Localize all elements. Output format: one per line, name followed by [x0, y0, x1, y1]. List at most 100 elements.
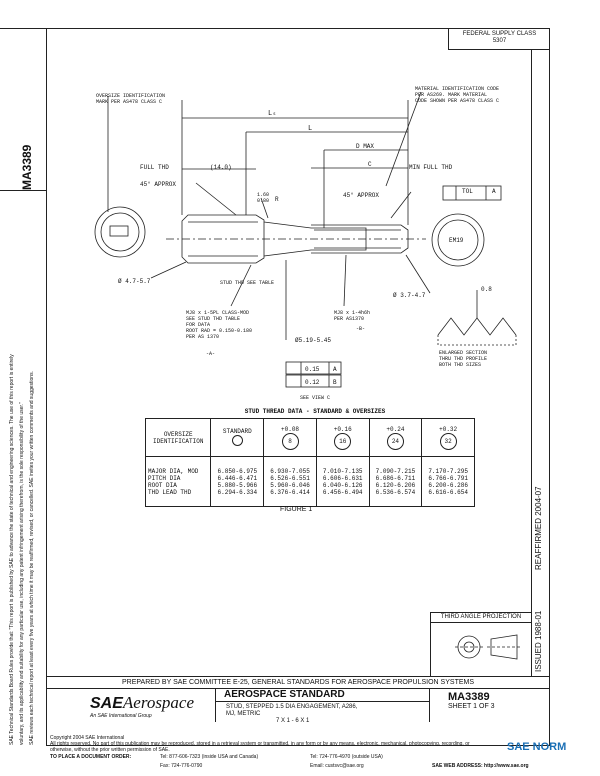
values-plus-32: 7.170-7.295 6.766-6.791 6.200-6.286 6.61… — [421, 456, 475, 507]
dia-right: Ø 3.7-4.7 — [393, 292, 426, 299]
material-code: EM19 — [449, 237, 464, 244]
prepared-rule — [46, 676, 550, 677]
dim-ls: Lₛ — [268, 110, 277, 118]
mj-right-note: MJ8 x 1-4h6h PER AS1370 — [334, 310, 371, 322]
full-thd-length: (14.0) — [210, 164, 232, 171]
part-subtitle: 7 X 1 - 6 X 1 — [276, 718, 310, 724]
rights-text: All rights reserved. No part of this pub… — [50, 741, 470, 753]
approx-45-left: 45° APPROX — [140, 181, 177, 188]
mj-left-note: MJ8 x 1-5PL CLASS-MOD SEE STUD THD TABLE… — [186, 310, 253, 340]
part-title: STUD, STEPPED 1.5 DIA ENGAGEMENT, A286, … — [216, 701, 429, 718]
legal-line-3: SAE reviews each technical report at lea… — [29, 371, 35, 745]
projection-symbol-icon — [455, 634, 521, 660]
order-fax: Fax: 724-776-0790 — [160, 763, 203, 769]
figure-label: FIGURE 1 — [280, 506, 313, 513]
fcf2-ref: B — [333, 379, 337, 386]
oversize-mark-24: 24 — [386, 432, 404, 450]
stud-large-thread — [181, 214, 265, 264]
margin-rule — [0, 28, 46, 29]
oversize-mark-32: 32 — [439, 432, 457, 450]
projection-label: THIRD ANGLE PROJECTION — [431, 613, 531, 623]
fcf2-value: 0.12 — [305, 379, 320, 386]
issued-text: ISSUED 1988-01 — [534, 610, 543, 672]
values-standard: 6.850-6.975 6.446-6.471 5.880-5.966 6.29… — [210, 456, 265, 507]
prepared-by: PREPARED BY SAE COMMITTEE E-25, GENERAL … — [121, 679, 475, 686]
margin-doc-number: MA3389 — [20, 144, 34, 190]
table-title: STUD THREAD DATA - STANDARD & OVERSIZES — [244, 408, 386, 415]
values-plus-16: 7.010-7.135 6.606-6.631 6.040-6.126 6.45… — [315, 456, 370, 507]
fsc-label: FEDERAL SUPPLY CLASS — [462, 31, 537, 37]
values-plus-24: 7.090-7.215 6.686-6.711 6.120-6.206 6.53… — [368, 456, 423, 507]
col-standard: STANDARD — [210, 418, 265, 457]
oversize-id-header: OVERSIZE IDENTIFICATION — [144, 418, 212, 457]
radius-value: 1.60 0.80 — [257, 192, 270, 204]
dim-l: L — [308, 125, 313, 133]
sae-norm-watermark: SAE NORM — [507, 741, 567, 753]
legal-line-2: voluntary, and its applicability and sui… — [19, 402, 25, 745]
fcf1-value: 0.15 — [305, 366, 320, 373]
enlarged-section-note: ENLARGED SECTION THRU THD PROFILE BOTH T… — [439, 350, 488, 368]
oversize-mark-box — [109, 225, 129, 237]
drawing-frame — [46, 28, 550, 746]
end-view-left-outer — [94, 206, 146, 258]
sheet-number: SHEET 1 OF 3 — [448, 703, 495, 710]
copyright: Copyright 2004 SAE International — [50, 735, 125, 741]
margin-doc-number-box: MA3389 — [20, 130, 42, 190]
radius-r: R — [275, 196, 279, 203]
oversize-id-note: OVERSIZE IDENTIFICATION MARK PER AS478 C… — [96, 93, 166, 105]
sae-logo-block: SAEAerospace An SAE International Group — [46, 688, 216, 722]
end-view-right-outer — [431, 213, 485, 267]
title-doc-number: MA3389 — [448, 691, 490, 703]
fsc-code: 5307 — [492, 38, 507, 44]
aerospace-standard: AEROSPACE STANDARD — [224, 689, 345, 700]
approx-45-right: 45° APPROX — [343, 192, 380, 199]
oversize-mark-16: 16 — [334, 432, 352, 450]
sae-web-address: SAE WEB ADDRESS: http://www.sae.org — [432, 763, 529, 769]
standard-mark-icon — [231, 434, 243, 446]
dia-left: Ø 4.7-5.7 — [118, 278, 151, 285]
view-c-value: 0.8 — [481, 286, 492, 293]
title-block-rule — [46, 688, 550, 689]
legal-line-1: SAE Technical Standards Board Rules prov… — [9, 354, 15, 745]
values-plus-08: 6.930-7.055 6.526-6.551 5.960-6.046 6.37… — [263, 456, 317, 507]
datum-a: -A- — [206, 351, 216, 357]
tol-label: TOL — [462, 188, 473, 195]
row-labels: MAJOR DIA, MOD PITCH DIA ROOT DIA THD LE… — [144, 456, 212, 507]
fcf1-ref: A — [333, 366, 337, 373]
right-strip-rule — [531, 50, 532, 676]
margin-divider — [0, 190, 46, 191]
dia-mid: Ø5.19-5.45 — [295, 337, 332, 344]
title-right: MA3389 SHEET 1 OF 3 — [430, 688, 550, 722]
sae-tagline: An SAE International Group — [90, 713, 152, 719]
order-email: Email: custsvc@sae.org — [310, 763, 364, 769]
tol-ref: A — [492, 188, 496, 195]
oversize-mark-8: 8 — [281, 432, 299, 450]
dim-d-max: D MAX — [356, 143, 375, 150]
order-label: TO PLACE A DOCUMENT ORDER: — [50, 754, 132, 760]
dim-c: C — [368, 161, 372, 168]
thread-profile — [437, 317, 517, 336]
datum-b: -B- — [356, 326, 366, 332]
order-tel-1: Tel: 877-606-7323 (inside USA and Canada… — [160, 754, 259, 760]
fsc-box: FEDERAL SUPPLY CLASS 5307 — [448, 28, 550, 50]
order-tel-2: Tel: 724-776-4970 (outside USA) — [310, 754, 383, 760]
see-view-c: SEE VIEW C — [300, 395, 331, 401]
stud-thd-label: STUD THD SEE TABLE — [220, 280, 275, 286]
end-view-right-inner — [437, 219, 479, 261]
sae-aerospace-logo: SAEAerospace — [90, 693, 195, 712]
reaffirmed-text: REAFFIRMED 2004-07 — [534, 486, 543, 570]
title-center: AEROSPACE STANDARD STUD, STEPPED 1.5 DIA… — [216, 688, 430, 724]
table-data-row: MAJOR DIA, MOD PITCH DIA ROOT DIA THD LE… — [144, 456, 475, 507]
material-id-note: MATERIAL IDENTIFICATION CODE PER AS269. … — [415, 86, 500, 104]
full-thd-label: FULL THD — [140, 164, 169, 171]
stud-drawing — [94, 91, 517, 388]
projection-box: THIRD ANGLE PROJECTION — [430, 612, 531, 676]
end-view-left-inner — [100, 212, 140, 252]
min-full-thd-label: MIN FULL THD — [409, 164, 453, 171]
